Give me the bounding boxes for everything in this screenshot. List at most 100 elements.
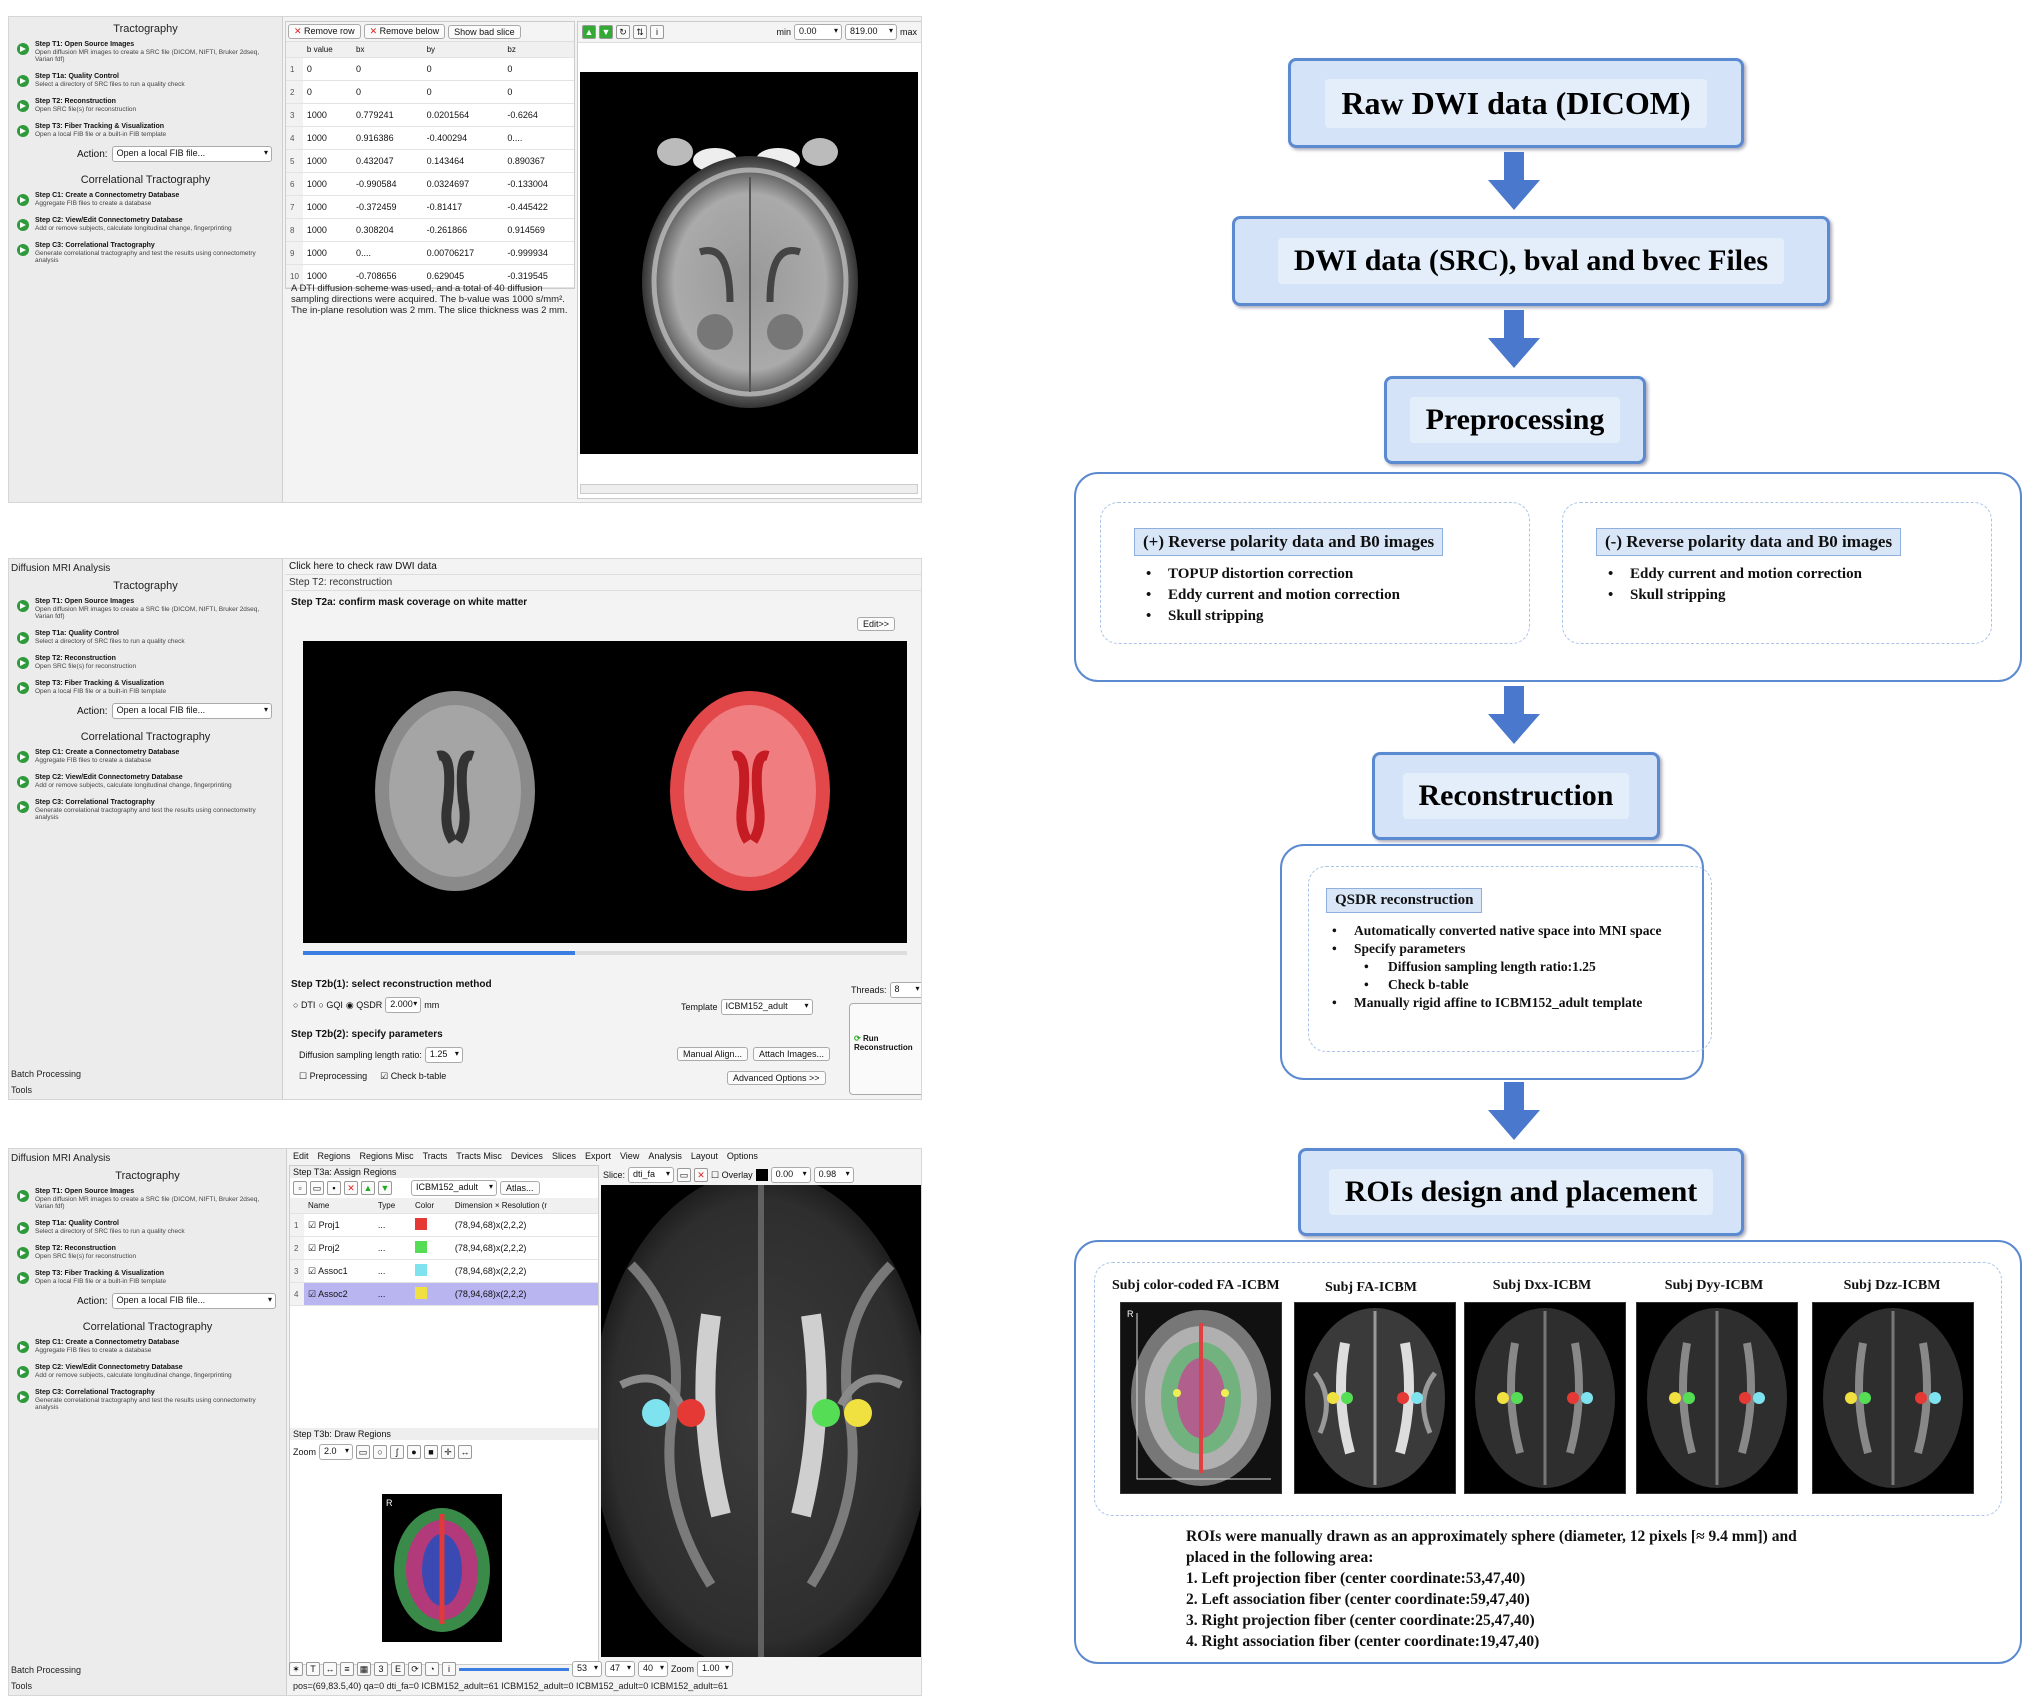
table-cell[interactable]: 1000 — [302, 172, 353, 196]
table-cell[interactable]: -0.999934 — [503, 241, 574, 265]
flip-icon[interactable]: ⇅ — [633, 25, 647, 39]
close-icon[interactable]: ✕ — [694, 1168, 709, 1182]
threads-input[interactable]: 8 — [889, 982, 921, 998]
radio-qsdr[interactable]: ◉ QSDR — [345, 999, 383, 1010]
slice-select[interactable]: dti_fa — [628, 1167, 675, 1183]
step-c1[interactable]: Step C1: Create a Connectometry Database… — [9, 743, 282, 768]
table-cell[interactable]: 0.432047 — [352, 149, 423, 173]
zoom-input[interactable]: 1.00 — [697, 1661, 734, 1677]
table-cell[interactable]: 0 — [302, 57, 353, 81]
action-select[interactable]: Open a local FIB file... — [111, 1293, 276, 1309]
table-cell[interactable]: 0.890367 — [503, 149, 574, 173]
attach-images-button[interactable]: Attach Images... — [753, 1047, 831, 1061]
menu-item[interactable]: Regions Misc — [359, 1151, 414, 1161]
table-cell[interactable]: 0.143464 — [422, 149, 504, 173]
folder-icon[interactable]: ▭ — [677, 1168, 692, 1182]
region-color[interactable] — [411, 1259, 451, 1283]
remove-below-button[interactable]: ✕ Remove below — [363, 24, 446, 39]
table-cell[interactable]: -0.990584 — [352, 172, 423, 196]
rect-tool-icon[interactable]: ▭ — [356, 1445, 371, 1459]
up-arrow-icon[interactable]: ▲ — [582, 25, 596, 39]
region-row[interactable]: 4☑ Assoc2...(78,94,68)x(2,2,2) — [290, 1282, 598, 1306]
zoom-input[interactable]: 2.0 — [319, 1444, 354, 1460]
table-cell[interactable]: -0.708656 — [352, 264, 423, 288]
slice-e-icon[interactable]: E — [391, 1662, 405, 1676]
atlas-button[interactable]: Atlas... — [500, 1181, 540, 1195]
menu-item[interactable]: Devices — [510, 1151, 543, 1161]
region-checkbox[interactable]: ☑ — [308, 1242, 319, 1253]
overlay-max[interactable]: 0.98 — [813, 1167, 854, 1183]
step-c1[interactable]: Step C1: Create a Connectometry Database… — [9, 186, 282, 211]
table-cell[interactable]: -0.81417 — [422, 195, 504, 219]
color-swatch[interactable] — [755, 1169, 768, 1181]
region-type[interactable]: ... — [373, 1213, 412, 1237]
table-cell[interactable]: 0.... — [352, 241, 423, 265]
region-checkbox[interactable]: ☑ — [308, 1219, 319, 1230]
menu-item[interactable]: Layout — [690, 1151, 718, 1161]
table-cell[interactable]: 1000 — [302, 195, 353, 219]
radio-dti[interactable]: ○ DTI — [293, 1000, 316, 1010]
reset-icon[interactable]: ◔ — [425, 1662, 439, 1676]
table-cell[interactable]: -0.133004 — [503, 172, 574, 196]
slice-z[interactable]: 40 — [638, 1661, 668, 1677]
menu-item[interactable]: Export — [584, 1151, 611, 1161]
region-color[interactable] — [411, 1213, 451, 1237]
viewer-scrollbar[interactable] — [580, 484, 918, 494]
region-row[interactable]: 1☑ Proj1...(78,94,68)x(2,2,2) — [290, 1213, 598, 1237]
table-cell[interactable]: 1000 — [302, 241, 353, 265]
rotate-icon[interactable]: ↻ — [616, 25, 630, 39]
remove-row-button[interactable]: ✕ Remove row — [288, 24, 361, 39]
align-icon[interactable]: ≡ — [340, 1662, 354, 1676]
preprocessing-checkbox[interactable]: ☐ Preprocessing — [299, 1071, 368, 1081]
region-name[interactable]: ☑ Assoc2 — [304, 1282, 374, 1306]
region-name[interactable]: ☑ Proj1 — [304, 1213, 374, 1237]
region-color[interactable] — [411, 1236, 451, 1260]
manual-align-button[interactable]: Manual Align... — [677, 1047, 749, 1061]
table-cell[interactable]: 0.0324697 — [422, 172, 504, 196]
table-cell[interactable]: 1000 — [302, 149, 353, 173]
qsdr-value-input[interactable]: 2.000 — [385, 997, 422, 1013]
resize-tool-icon[interactable]: ↔ — [458, 1445, 473, 1459]
menu-item[interactable]: View — [619, 1151, 640, 1161]
region-name[interactable]: ☑ Proj2 — [304, 1236, 374, 1260]
dwi-image[interactable] — [580, 72, 918, 454]
move-tool-icon[interactable]: ✛ — [441, 1445, 456, 1459]
step-c2[interactable]: Step C2: View/Edit Connectometry Databas… — [9, 768, 282, 793]
show-bad-slice-button[interactable]: Show bad slice — [448, 24, 521, 39]
region-name[interactable]: ☑ Assoc1 — [304, 1259, 374, 1283]
table-cell[interactable]: 0.779241 — [352, 103, 423, 127]
move-icon[interactable]: ↔ — [323, 1662, 337, 1676]
table-cell[interactable]: 0 — [422, 57, 504, 81]
menu-item[interactable]: Tracts — [422, 1151, 448, 1161]
table-cell[interactable]: 0 — [352, 57, 423, 81]
table-cell[interactable]: 0 — [352, 80, 423, 104]
edit-button[interactable]: Edit>> — [857, 617, 896, 631]
info-icon[interactable]: i — [442, 1662, 456, 1676]
table-cell[interactable]: -0.400294 — [422, 126, 504, 150]
region-row[interactable]: 2☑ Proj2...(78,94,68)x(2,2,2) — [290, 1236, 598, 1260]
slice-slider[interactable] — [303, 951, 907, 955]
table-cell[interactable]: 0 — [503, 80, 574, 104]
table-cell[interactable]: 1000 — [302, 264, 353, 288]
table-cell[interactable]: 0.308204 — [352, 218, 423, 242]
down-icon[interactable]: ▼ — [378, 1181, 392, 1195]
menu-item[interactable]: Slices — [551, 1151, 576, 1161]
table-cell[interactable]: 0 — [503, 57, 574, 81]
batch-processing[interactable]: Batch Processing — [11, 1069, 82, 1079]
save-icon[interactable]: ▪ — [327, 1181, 341, 1195]
batch-processing[interactable]: Batch Processing — [11, 1665, 82, 1675]
